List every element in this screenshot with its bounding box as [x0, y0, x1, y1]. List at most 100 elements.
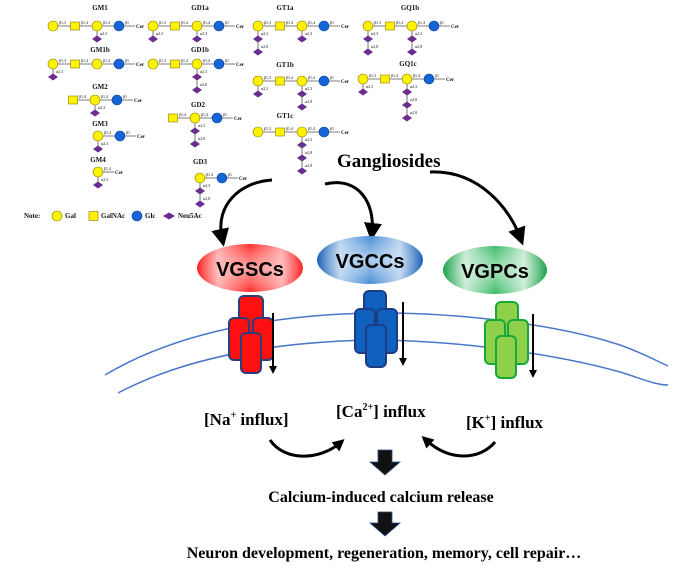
ceramide-label: Cer — [341, 131, 350, 136]
gal-icon — [296, 126, 308, 138]
neu5ac-icon — [93, 145, 103, 153]
linkage-label: α2,8 — [305, 150, 312, 156]
linkage-label: α2,3 — [98, 105, 105, 111]
gal-icon — [296, 75, 308, 87]
ceramide-label: Cer — [341, 80, 350, 85]
galnac-icon — [68, 95, 78, 105]
gal-icon — [362, 20, 374, 32]
glycan-name: GQ1b — [401, 4, 419, 12]
neu5ac-icon — [192, 86, 202, 94]
legend-title: Note: — [24, 212, 40, 220]
linkage-label: α2,3 — [200, 69, 207, 75]
galnac-icon — [275, 21, 285, 31]
linkage-label: α2,3 — [56, 69, 63, 75]
galnac-legend-icon — [88, 211, 99, 221]
na-to-ca-arrow — [268, 439, 345, 458]
linkage-label: β1 — [225, 58, 229, 63]
gal-icon — [194, 172, 206, 184]
glc-icon — [213, 58, 225, 70]
linkage-label: α2,3 — [305, 137, 312, 143]
neu5ac-icon — [90, 109, 100, 117]
vgpc-badge: VGPCs — [443, 246, 547, 294]
glycan-name: GD2 — [191, 101, 206, 109]
linkage-label: α2,8 — [415, 44, 422, 50]
ceramide-label: Cer — [115, 171, 124, 176]
glycan-name: GT1a — [276, 4, 294, 12]
linkage-label: α2,3 — [156, 31, 163, 37]
linkage-label: β1,4 — [179, 112, 186, 118]
cicr-step-label: Calcium-induced calcium release — [268, 489, 493, 506]
glc-icon — [111, 94, 123, 106]
legend-label-glc: Glc — [145, 212, 156, 220]
gal-icon — [296, 20, 308, 32]
vgcc-channel-icon — [354, 290, 398, 368]
ceramide-label: Cer — [446, 78, 455, 83]
linkage-label: α2,3 — [100, 31, 107, 37]
glycan-name: GD1b — [191, 46, 209, 54]
glycan-name: GM2 — [92, 83, 108, 91]
linkage-label: β1,4 — [81, 20, 88, 26]
legend-label-neu5ac: Neu5Ac — [178, 212, 202, 220]
linkage-label: β1,4 — [104, 130, 111, 136]
galnac-icon — [168, 113, 178, 123]
gal-icon — [147, 58, 159, 70]
linkage-label: β1,4 — [396, 20, 403, 26]
glc-icon — [211, 112, 223, 124]
neu5ac-icon — [93, 181, 103, 189]
linkage-label: β1 — [435, 73, 439, 78]
neu5ac-legend-icon — [163, 212, 175, 220]
linkage-label: α2,8 — [200, 82, 207, 88]
ceramide-label: Cer — [136, 25, 145, 30]
gal-legend-icon — [51, 210, 63, 222]
linkage-label: α2,8 — [410, 97, 417, 103]
legend-label-gal: Gal — [65, 212, 76, 220]
linkage-label: β1,4 — [103, 20, 110, 26]
linkage-label: α2,8 — [261, 44, 268, 50]
linkage-label: α2,3 — [198, 123, 205, 129]
linkage-label: α2,3 — [200, 31, 207, 37]
linkage-label: α2,3 — [101, 177, 108, 183]
linkage-label: α2,3 — [415, 31, 422, 37]
glycan-name: GM3 — [92, 120, 108, 128]
linkage-label: β1,3 — [59, 20, 66, 26]
neu5ac-icon — [407, 48, 417, 56]
down-arrow-2 — [368, 511, 402, 537]
galnac-icon — [385, 21, 395, 31]
membrane-inner-leaflet — [117, 339, 669, 394]
legend: Note: Gal GalNAc Glc Neu5Ac — [24, 210, 202, 222]
glycan-name: GD3 — [193, 158, 208, 166]
arrow-to-vgpc — [429, 170, 526, 246]
neu5ac-icon — [195, 200, 205, 208]
linkage-label: β1,4 — [308, 75, 315, 81]
gal-icon — [191, 58, 203, 70]
linkage-label: β1,4 — [201, 112, 208, 118]
neu5ac-icon — [148, 35, 158, 43]
linkage-label: β1,4 — [308, 126, 315, 132]
glycan-name: GT1c — [277, 112, 294, 120]
gal-icon — [191, 20, 203, 32]
gal-icon — [89, 94, 101, 106]
linkage-label: β1,4 — [418, 20, 425, 26]
linkage-label: β1,3 — [264, 20, 271, 26]
glc-icon — [113, 20, 125, 32]
linkage-label: β1 — [123, 94, 127, 99]
linkage-label: β1 — [330, 20, 334, 25]
linkage-label: β1,4 — [81, 58, 88, 64]
linkage-label: β1 — [223, 112, 227, 117]
linkage-label: β1,3 — [59, 58, 66, 64]
gal-icon — [91, 58, 103, 70]
arrow-to-vgcc — [324, 181, 382, 241]
gal-icon — [401, 73, 413, 85]
linkage-label: α2,3 — [261, 31, 268, 37]
galnac-icon — [380, 74, 390, 84]
na-influx-label: [Na+ influx] — [204, 410, 289, 429]
glc-icon — [318, 20, 330, 32]
ceramide-label: Cer — [341, 25, 350, 30]
arrow-to-vgsc — [211, 178, 273, 247]
